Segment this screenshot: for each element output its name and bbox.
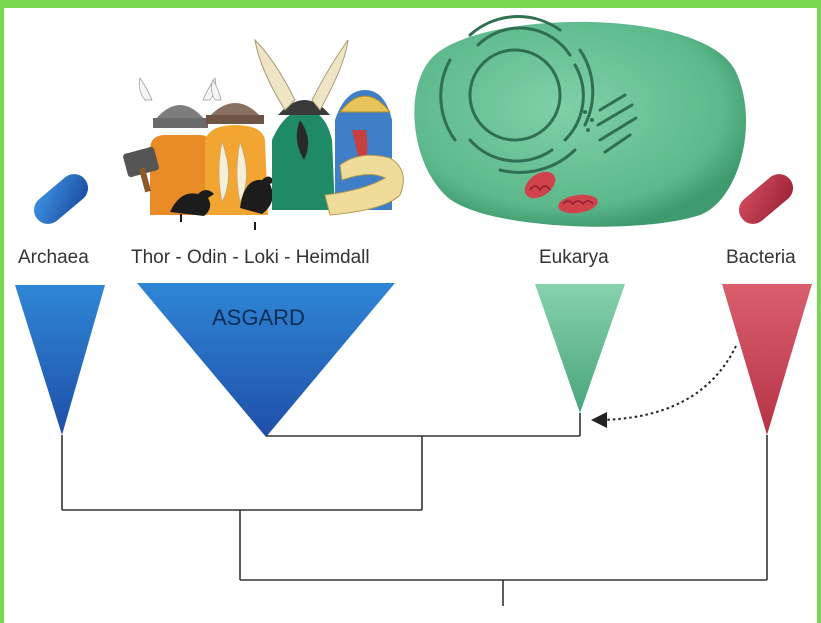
odin-figure-icon bbox=[205, 79, 268, 215]
blue-rod-cell-icon bbox=[33, 174, 89, 224]
tree-branches bbox=[61, 413, 768, 606]
eukarya-triangle bbox=[535, 284, 625, 413]
norse-gods-illustration bbox=[123, 38, 404, 230]
heimdall-figure-icon bbox=[324, 90, 404, 216]
eukaryotic-cell-icon bbox=[414, 15, 747, 227]
top-frame-bar bbox=[0, 0, 821, 8]
loki-figure-icon bbox=[254, 38, 349, 210]
eukarya-label: Eukarya bbox=[539, 247, 609, 268]
left-frame-bar bbox=[0, 0, 4, 623]
raven-icon bbox=[170, 176, 274, 230]
asgard-group-label: Thor - Odin - Loki - Heimdall bbox=[131, 247, 370, 268]
dotted-arrow-icon bbox=[591, 345, 737, 428]
bacteria-triangle bbox=[722, 284, 812, 435]
archaea-label: Archaea bbox=[18, 247, 89, 268]
asgard-label: ASGARD bbox=[212, 305, 305, 330]
archaea-triangle bbox=[15, 285, 105, 435]
mitochondria-icon bbox=[524, 171, 598, 214]
red-rod-cell-icon bbox=[738, 174, 794, 224]
asgard-triangle bbox=[137, 283, 395, 437]
right-frame-bar bbox=[817, 0, 821, 623]
bacteria-label: Bacteria bbox=[726, 247, 796, 268]
